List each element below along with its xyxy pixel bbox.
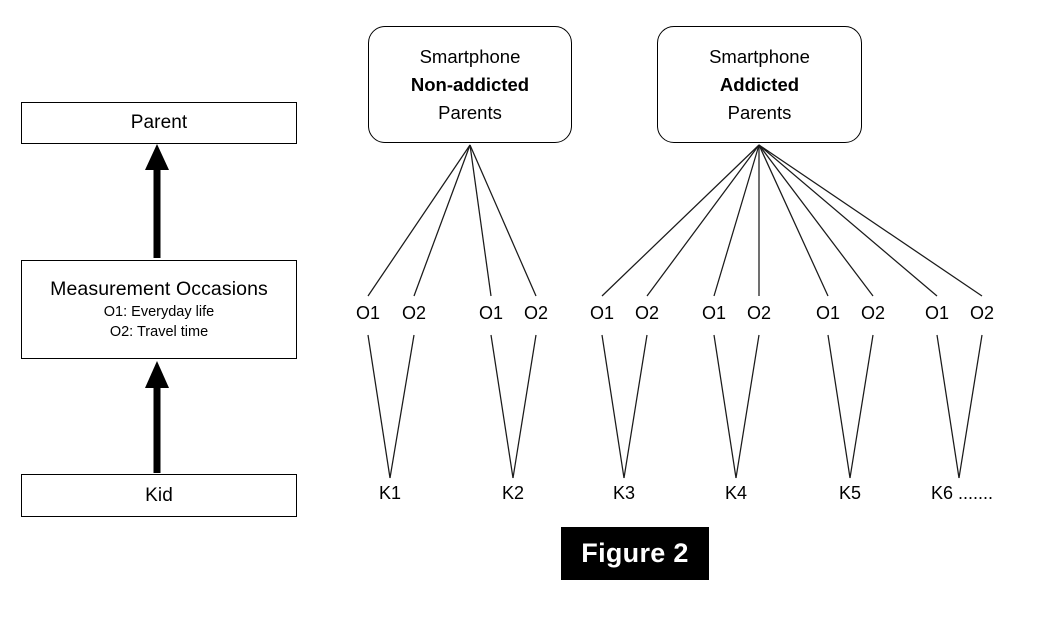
occasion-label-o2-group1-kid1: O2: [401, 303, 427, 323]
occasion-label-o1-group2-kid6: O1: [924, 303, 950, 323]
kid-node-k1: K1: [378, 483, 402, 503]
measurement-occasions-label: Measurement Occasions: [50, 278, 268, 300]
occasion-label-o2-group1-kid2: O2: [523, 303, 549, 323]
occasion-label-o2-group2-kid5: O2: [860, 303, 886, 323]
occasion-label-o2-group2-kid3: O2: [634, 303, 660, 323]
group-addicted-line-3: Parents: [727, 101, 792, 123]
fan-lines-addicted: [601, 144, 983, 297]
group-box-non-addicted-parents: Smartphone Non-addicted Parents: [368, 26, 572, 143]
occasion-to-kid-lines: [367, 334, 983, 479]
group-addicted-line-2: Addicted: [719, 73, 800, 95]
occasion-label-o1-group2-kid3: O1: [589, 303, 615, 323]
kid-level-label: Kid: [145, 484, 173, 506]
occasion-label-o2-group2-kid4: O2: [746, 303, 772, 323]
occasion-o2-description: O2: Travel time: [109, 324, 209, 340]
parent-level-label: Parent: [130, 112, 188, 133]
kid-node-k5: K5: [838, 483, 862, 503]
figure-caption: Figure 2: [561, 527, 709, 580]
kid-node-k2: K2: [501, 483, 525, 503]
kid-level-box: Kid: [21, 474, 297, 517]
kid-node-k4: K4: [724, 483, 748, 503]
measurement-occasions-level-box: Measurement Occasions O1: Everyday life …: [21, 260, 297, 359]
kid-node-k3: K3: [612, 483, 636, 503]
group-non-addicted-line-1: Smartphone: [419, 45, 521, 67]
group-non-addicted-line-3: Parents: [438, 101, 502, 123]
parent-level-box: Parent: [21, 102, 297, 144]
arrow-kid-to-measurement: [145, 361, 169, 473]
occasion-label-o2-group2-kid6: O2: [969, 303, 995, 323]
occasion-label-o1-group2-kid5: O1: [815, 303, 841, 323]
group-addicted-line-1: Smartphone: [709, 45, 810, 67]
occasion-label-o1-group1-kid1: O1: [355, 303, 381, 323]
group-non-addicted-line-2: Non-addicted: [410, 73, 530, 95]
occasion-label-o1-group1-kid2: O1: [478, 303, 504, 323]
fan-lines-non-addicted: [367, 144, 537, 297]
group-box-addicted-parents: Smartphone Addicted Parents: [657, 26, 862, 143]
arrow-measurement-to-parent: [145, 144, 169, 258]
kid-node-k6: K6 .......: [931, 483, 994, 503]
occasion-o1-description: O1: Everyday life: [103, 304, 215, 320]
occasion-label-o1-group2-kid4: O1: [701, 303, 727, 323]
